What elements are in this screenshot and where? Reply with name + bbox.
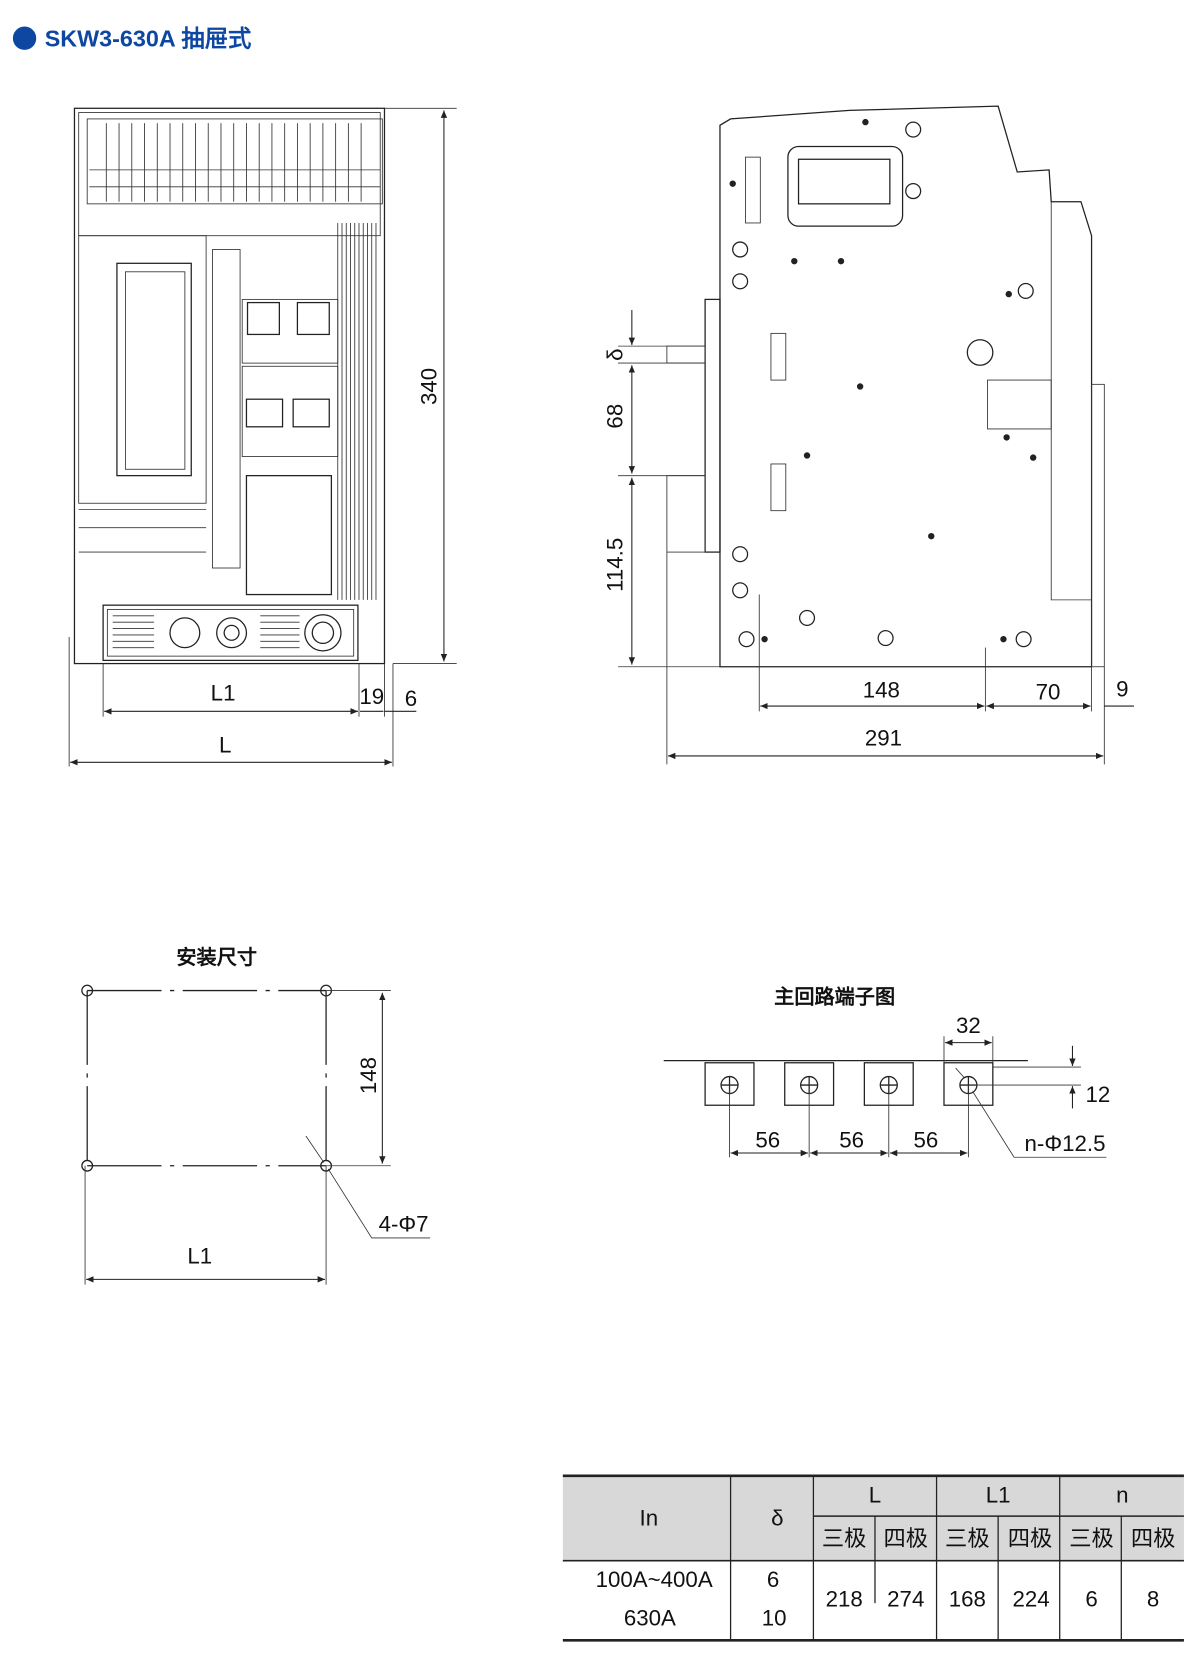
side-view: δ 68 114.5 148 70 9 291 (602, 105, 1135, 765)
term-spacing-2: 56 (839, 1128, 864, 1153)
dim-70: 70 (1036, 680, 1061, 705)
cell-value: 218 (826, 1586, 863, 1611)
th-sub: 三极 (945, 1526, 990, 1552)
th-l: L (869, 1482, 881, 1507)
front-view: 340 L1 19 6 L (68, 107, 457, 767)
dim-68: 68 (602, 404, 627, 429)
dim-l1: L1 (211, 681, 236, 706)
dim-340: 340 (416, 368, 441, 405)
th-n: n (1116, 1482, 1128, 1507)
mount-dim-l1: L1 (187, 1243, 212, 1268)
terminal-diagram: 主回路端子图 32 12 56 56 56 n-Φ12.5 (663, 984, 1111, 1158)
th-sub: 三极 (1069, 1526, 1114, 1552)
th-sub: 四极 (1131, 1526, 1176, 1552)
cell-value: 6 (1085, 1586, 1097, 1611)
cell-delta-1: 6 (767, 1567, 779, 1592)
bullet-icon (12, 26, 37, 50)
th-sub: 三极 (822, 1526, 867, 1552)
dim-291: 291 (865, 725, 902, 750)
dim-delta: δ (602, 348, 627, 360)
th-sub: 四极 (1008, 1526, 1053, 1552)
dim-148: 148 (863, 678, 900, 703)
page-title: SKW3-630A 抽屉式 (45, 26, 252, 52)
cell-value: 8 (1147, 1586, 1159, 1611)
cell-value: 274 (887, 1586, 924, 1611)
term-dim-12: 12 (1086, 1082, 1111, 1107)
cell-value: 168 (949, 1586, 986, 1611)
header: SKW3-630A 抽屉式 (12, 26, 252, 52)
terminal-title: 主回路端子图 (774, 984, 895, 1008)
side-fins (337, 222, 377, 600)
term-dim-32: 32 (956, 1013, 981, 1038)
dim-l: L (219, 733, 231, 758)
cell-value: 224 (1012, 1586, 1049, 1611)
dim-9: 9 (1116, 676, 1128, 701)
term-spacing-1: 56 (755, 1128, 780, 1153)
th-delta: δ (771, 1506, 783, 1531)
term-spacing-3: 56 (914, 1128, 939, 1153)
dim-6: 6 (405, 686, 417, 711)
th-sub: 四极 (883, 1526, 928, 1552)
terminal-strip (89, 123, 381, 202)
dim-114-5: 114.5 (602, 538, 627, 592)
cell-in-1: 100A~400A (596, 1567, 713, 1592)
cell-delta-2: 10 (762, 1605, 787, 1630)
cell-in-2: 630A (624, 1605, 676, 1630)
th-in: In (640, 1506, 659, 1531)
mounting-diagram: 安装尺寸 148 4-Φ7 L1 (81, 945, 431, 1285)
dim-19: 19 (359, 684, 384, 709)
term-holes: n-Φ12.5 (1025, 1131, 1106, 1156)
mount-holes: 4-Φ7 (379, 1212, 429, 1237)
dimension-table: In δ L L1 n 三极 四极 三极 四极 三极 四极 100A~400A … (562, 1474, 1184, 1642)
th-l1: L1 (986, 1482, 1011, 1507)
mounting-title: 安装尺寸 (176, 945, 257, 969)
mount-dim-148: 148 (356, 1057, 381, 1094)
